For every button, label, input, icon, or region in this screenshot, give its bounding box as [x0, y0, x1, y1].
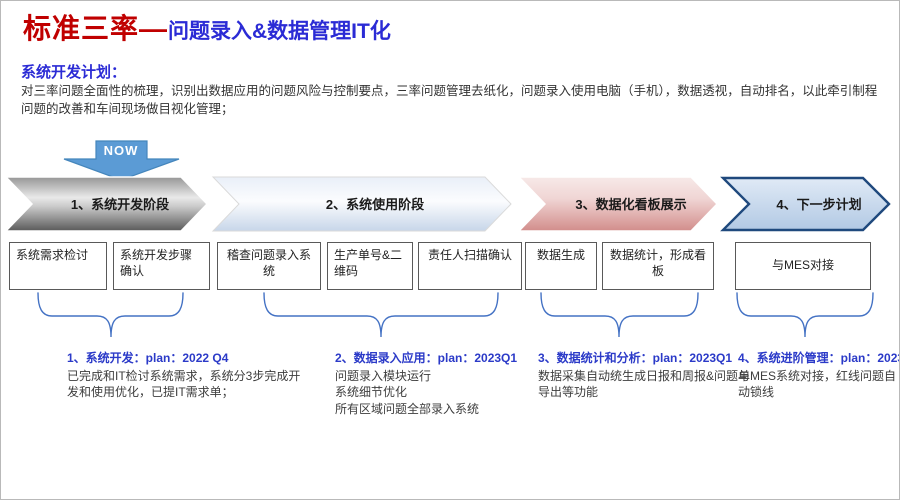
phase-2-label: 2、系统使用阶段	[325, 196, 425, 212]
plan-block-4: 4、系统进阶管理：plan：2023Q1 与MES系统对接，红线问题自动锁线	[738, 350, 899, 401]
brace-phase-4	[736, 292, 874, 338]
plan-detail: 数据采集自动统生成日报和周报&问题单导出等功能	[538, 369, 751, 400]
brace-connectors	[37, 292, 874, 338]
plan-block-3: 3、数据统计和分析：plan：2023Q1 数据采集自动统生成日报和周报&问题单…	[538, 350, 760, 401]
task-box: 责任人扫描确认	[418, 242, 522, 290]
plan-detail: 系统细节优化	[335, 385, 408, 400]
phase-arrows	[4, 176, 891, 232]
brace-phase-1	[37, 292, 184, 338]
task-box: 与MES对接	[735, 242, 871, 290]
plan-block-1: 1、系统开发：plan：2022 Q4 已完成和IT检讨系统需求，系统分3步完成…	[67, 350, 309, 401]
phase-2-chevron	[211, 176, 512, 232]
now-label: NOW	[103, 143, 139, 158]
plan-detail: 问题录入模块运行	[335, 369, 432, 384]
phase-1-label: 1、系统开发阶段	[70, 196, 170, 212]
title-sub: 问题录入&数据管理IT化	[168, 20, 391, 43]
brace-phase-3	[540, 292, 699, 338]
now-arrow-icon	[63, 140, 180, 181]
title-main: 标准三率—	[23, 13, 169, 44]
task-box: 生产单号&二维码	[327, 242, 413, 290]
plan-detail: 所有区域问题全部录入系统	[335, 401, 480, 416]
plan-detail: 与MES系统对接，红线问题自动锁线	[738, 369, 897, 400]
phase-3-chevron	[517, 176, 719, 232]
phase-1-chevron	[4, 176, 209, 232]
task-box: 系统开发步骤确认	[113, 242, 210, 290]
phase-4-label: 4、下一步计划	[776, 196, 862, 212]
plan-block-2: 2、数据录入应用：plan：2023Q1 问题录入模块运行 系统细节优化 所有区…	[335, 350, 547, 417]
section-heading: 系统开发计划：	[21, 64, 127, 81]
plan-heading: 3、数据统计和分析：plan：2023Q1	[538, 351, 733, 365]
brace-phase-2	[263, 292, 499, 338]
plan-heading: 2、数据录入应用：plan：2023Q1	[335, 351, 518, 365]
plan-heading: 1、系统开发：plan：2022 Q4	[67, 351, 229, 365]
phase-4-chevron	[720, 176, 891, 232]
task-box: 稽查问题录入系统	[217, 242, 321, 290]
task-box: 数据生成	[525, 242, 597, 290]
task-box: 数据统计，形成看板	[602, 242, 714, 290]
page-title: 标准三率—问题录入&数据管理IT化	[23, 7, 391, 47]
plan-detail: 已完成和IT检讨系统需求，系统分3步完成开发和使用优化，已提IT需求单；	[67, 369, 301, 400]
phase-3-label: 3、数据化看板展示	[575, 196, 687, 212]
task-box: 系统需求检讨	[9, 242, 107, 290]
plan-heading: 4、系统进阶管理：plan：2023Q1	[738, 351, 899, 365]
section-description: 对三率问题全面性的梳理，识别出数据应用的问题风险与控制要点，三率问题管理去纸化，…	[21, 84, 878, 117]
